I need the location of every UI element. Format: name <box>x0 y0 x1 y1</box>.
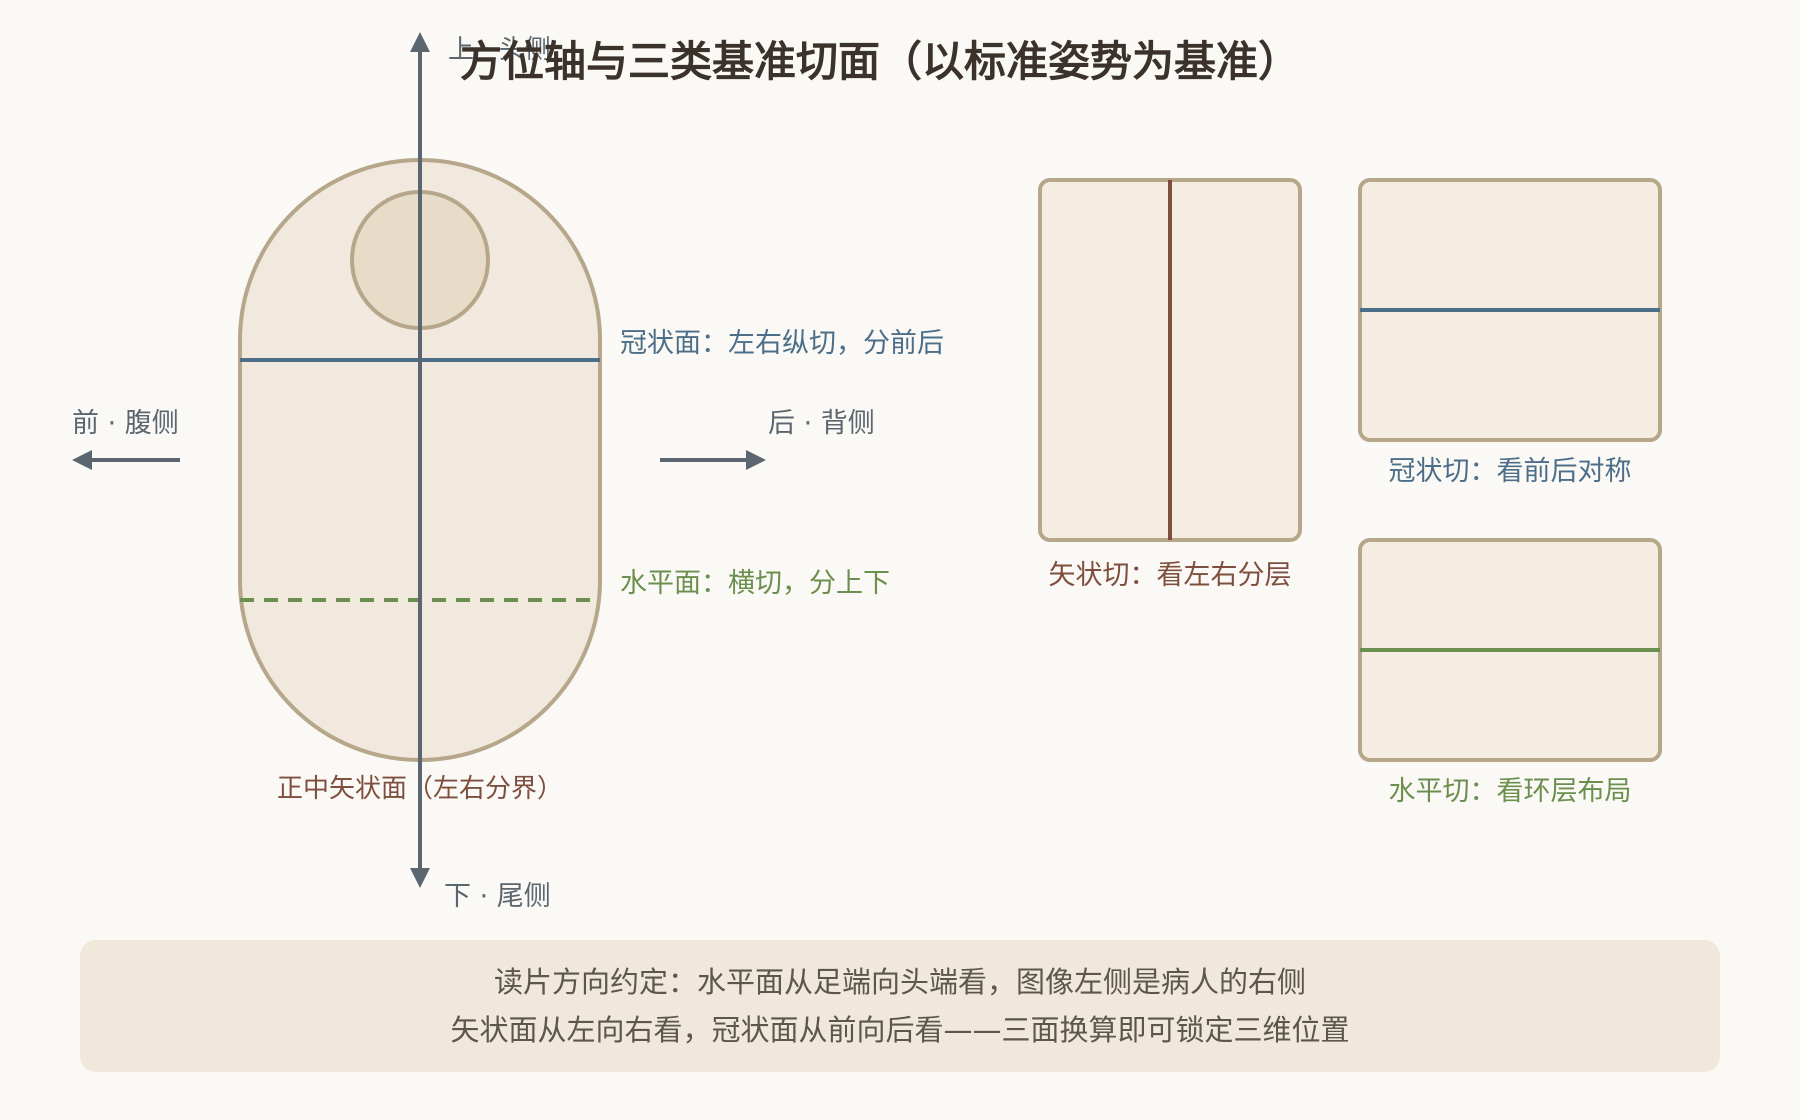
axis-label-back: 后 · 背侧 <box>768 408 875 439</box>
diagram-title: 方位轴与三类基准切面（以标准姿势为基准） <box>460 37 1300 86</box>
sagittal-section-label: 矢状切：看左右分层 <box>1049 560 1292 591</box>
axis-label-front: 前 · 腹侧 <box>72 408 179 439</box>
axis-label-up: 上 · 头侧 <box>448 35 551 65</box>
horizontal-plane-label: 水平面：横切，分上下 <box>620 568 890 599</box>
note-line-2: 矢状面从左向右看，冠状面从前向后看——三面换算即可锁定三维位置 <box>450 1013 1350 1047</box>
horizontal-section-label: 水平切：看环层布局 <box>1389 776 1632 807</box>
reading-convention-note: 读片方向约定：水平面从足端向头端看，图像左侧是病人的右侧 矢状面从左向右看，冠状… <box>80 940 1720 1072</box>
axis-label-down: 下 · 尾侧 <box>444 881 551 912</box>
coronal-plane-label: 冠状面：左右纵切，分前后 <box>620 328 944 359</box>
coronal-section-label: 冠状切：看前后对称 <box>1389 456 1632 487</box>
note-line-1: 读片方向约定：水平面从足端向头端看，图像左侧是病人的右侧 <box>493 965 1306 999</box>
midsagittal-plane-label: 正中矢状面（左右分界） <box>277 774 563 804</box>
